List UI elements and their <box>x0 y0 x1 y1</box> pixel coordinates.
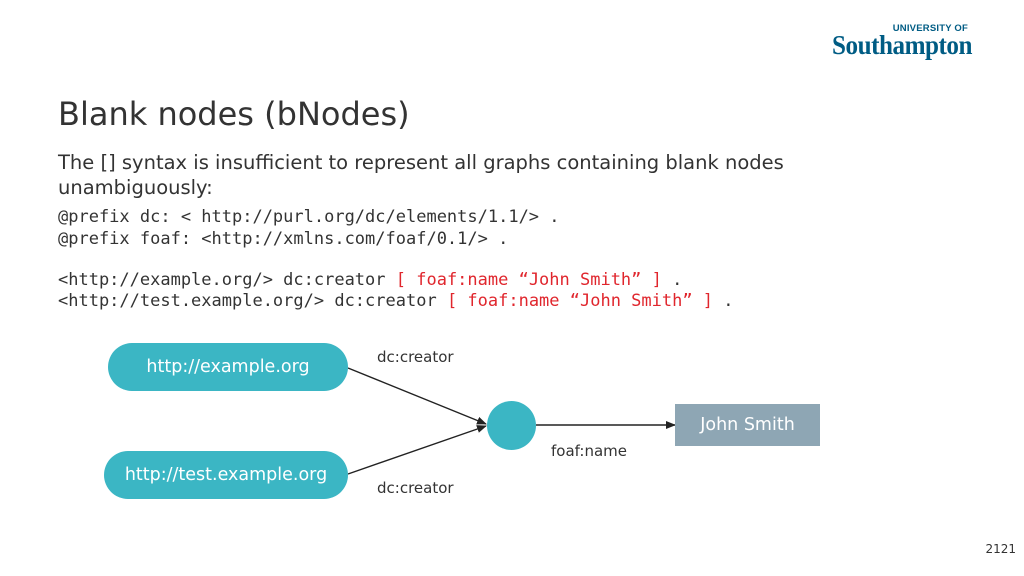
code-bnode-highlight: [ foaf:name “John Smith” ] <box>395 270 662 290</box>
intro-text: The [] syntax is insufficient to represe… <box>58 151 784 199</box>
node-uri-example: http://example.org <box>108 343 348 391</box>
code-bnode-highlight: [ foaf:name “John Smith” ] <box>446 291 714 311</box>
logo-university-of: UNIVERSITY OF <box>892 23 968 34</box>
code-line-prefix-foaf: @prefix foaf: <http://xmlns.com/foaf/0.1… <box>58 229 509 249</box>
edge-label-foaf-name: foaf:name <box>551 442 627 460</box>
code-subject-example: <http://example.org/> dc:creator <box>58 270 396 290</box>
node-uri-test-example: http://test.example.org <box>104 451 348 499</box>
code-line-test-example: <http://test.example.org/> dc:creator [ … <box>58 291 734 312</box>
logo-southampton: Southampton <box>832 30 973 60</box>
edge-label-creator-bottom: dc:creator <box>377 479 454 497</box>
node-literal-john-smith: John Smith <box>675 404 820 446</box>
edge-creator-top <box>347 367 487 425</box>
page-number: 2121 <box>985 542 1016 556</box>
university-logo: UNIVERSITY OF Southampton <box>832 20 992 60</box>
code-terminator: . <box>661 270 683 290</box>
code-line-prefix-dc: @prefix dc: < http://purl.org/dc/element… <box>58 207 560 227</box>
code-subject-test-example: <http://test.example.org/> dc:creator <box>58 291 447 311</box>
edge-label-creator-top: dc:creator <box>377 348 454 366</box>
node-blank <box>487 401 536 450</box>
slide-title: Blank nodes (bNodes) <box>58 95 410 133</box>
code-line-example: <http://example.org/> dc:creator [ foaf:… <box>58 270 682 291</box>
code-terminator: . <box>713 291 734 311</box>
edge-creator-bottom <box>347 425 487 475</box>
